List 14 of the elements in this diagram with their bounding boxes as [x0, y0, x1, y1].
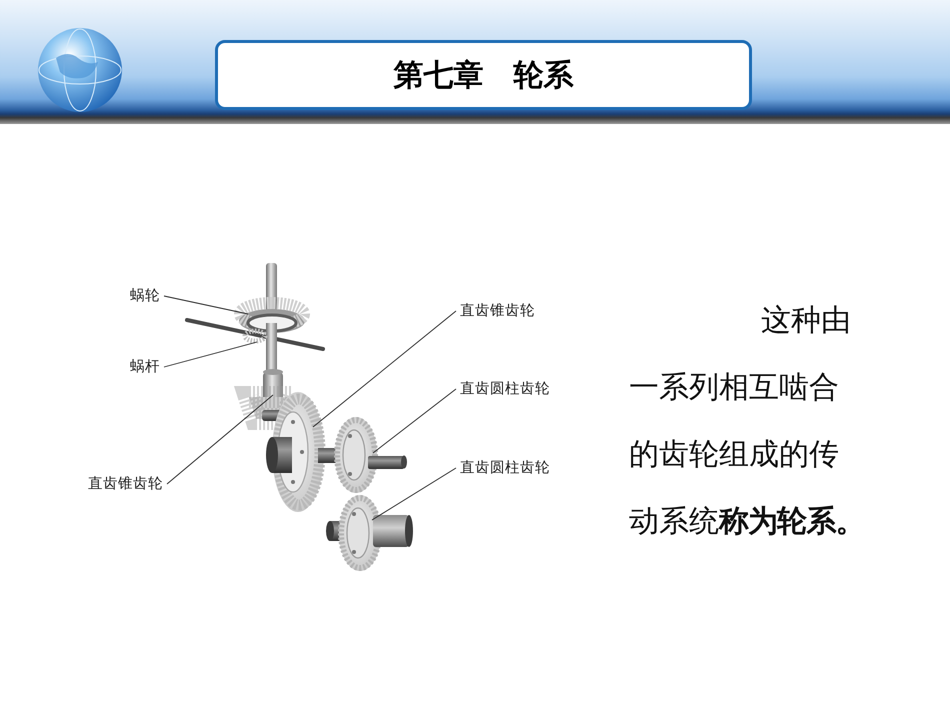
- leader-line: [164, 296, 248, 314]
- part-label: 蜗杆: [126, 358, 164, 376]
- body-text: 这种由一系列相互啮合的齿轮组成的传动系统称为轮系。: [629, 302, 866, 541]
- part-label: 直齿圆柱齿轮: [456, 380, 554, 398]
- part-label: 蜗轮: [126, 287, 164, 305]
- part-label: 直齿圆柱齿轮: [456, 459, 554, 477]
- leader-line: [312, 310, 456, 428]
- leader-line: [372, 388, 456, 454]
- leader-line: [166, 394, 274, 484]
- leader-line: [164, 342, 258, 368]
- part-label: 直齿锥齿轮: [456, 302, 539, 320]
- chapter-title: 第七章 轮系: [215, 40, 752, 110]
- part-label: 直齿锥齿轮: [84, 475, 167, 493]
- leader-line: [372, 468, 456, 520]
